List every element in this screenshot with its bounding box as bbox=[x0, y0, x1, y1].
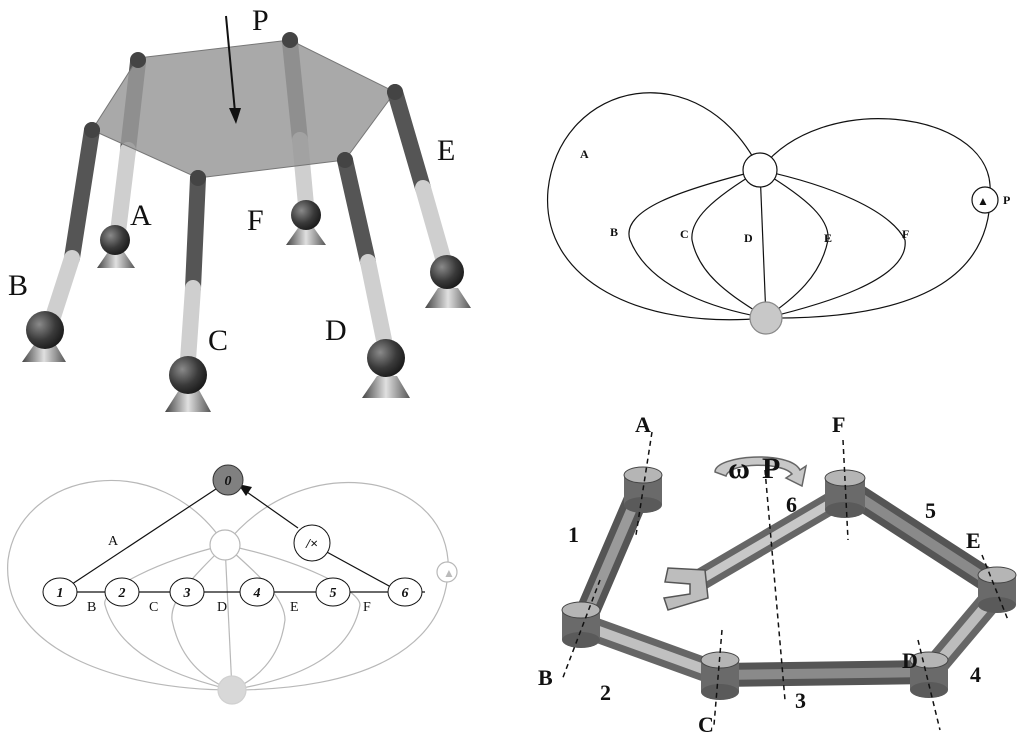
hexapod-leg-B bbox=[22, 122, 100, 362]
graph-edge-D bbox=[759, 169, 767, 319]
graph-edge-P bbox=[759, 118, 991, 319]
rotation-arrow-icon bbox=[714, 456, 808, 488]
joint-E-cylinder bbox=[977, 566, 1017, 613]
mech-label-C: C bbox=[698, 712, 714, 737]
joint-B-cylinder bbox=[561, 601, 601, 648]
hexapod-label-A: A bbox=[130, 199, 152, 232]
graph-label-A: A bbox=[580, 147, 589, 161]
mech-link-4: 4 bbox=[970, 662, 981, 687]
tree-node-2-label: 2 bbox=[118, 586, 126, 601]
mech-omega: ω bbox=[728, 452, 750, 485]
tree-panel: ▲ 0 /× 1 2 3 4 5 6 A B C D E F bbox=[7, 464, 458, 705]
tree-edge-6-x bbox=[313, 544, 401, 593]
tree-node-6-label: 6 bbox=[402, 586, 409, 601]
tree-label-A: A bbox=[108, 534, 119, 549]
hexapod-leg-D bbox=[337, 152, 410, 398]
graph-edge-E bbox=[759, 169, 829, 319]
mech-label-A: A bbox=[635, 412, 651, 437]
mech-label-B: B bbox=[538, 665, 553, 690]
graph-edge-F bbox=[759, 169, 906, 319]
tree-background-graph bbox=[7, 480, 458, 705]
tree-faded-arrow-icon: ▲ bbox=[443, 566, 455, 580]
graph-label-P: P bbox=[1003, 193, 1010, 207]
gripper-icon bbox=[663, 567, 709, 611]
graph-node-bottom bbox=[749, 301, 783, 335]
mech-link-2: 2 bbox=[600, 680, 611, 705]
tree-node-5-label: 5 bbox=[330, 586, 337, 601]
hexapod-leg-E bbox=[387, 84, 471, 308]
tree-label-C: C bbox=[149, 600, 158, 615]
graph-arrow-icon: ▲ bbox=[977, 194, 989, 208]
hexapod-label-F: F bbox=[247, 204, 264, 237]
tree-node-4-label: 4 bbox=[253, 586, 261, 601]
mech-link-3: 3 bbox=[795, 688, 806, 713]
hexapod-label-P: P bbox=[252, 4, 269, 37]
graph-node-P bbox=[971, 186, 999, 214]
tree-node-1 bbox=[42, 577, 78, 607]
tree-edge-A bbox=[59, 484, 223, 593]
tree-extra-label: /× bbox=[305, 537, 318, 552]
graph-label-E: E bbox=[824, 231, 832, 245]
graph-edge-A bbox=[547, 92, 767, 321]
hexapod-label-C: C bbox=[208, 324, 228, 357]
load-arrow bbox=[225, 15, 236, 113]
tree-node-3 bbox=[169, 577, 205, 607]
hexapod-leg-C bbox=[165, 170, 211, 412]
mech-label-F: F bbox=[832, 412, 845, 437]
hexapod-label-D: D bbox=[325, 314, 347, 347]
graph-label-C: C bbox=[680, 227, 689, 241]
joint-axes bbox=[561, 431, 1009, 731]
tree-label-E: E bbox=[290, 600, 299, 615]
hexapod-label-B: B bbox=[8, 269, 28, 302]
mech-link-6: 6 bbox=[786, 492, 797, 517]
tree-label-F: F bbox=[363, 600, 371, 615]
mech-link-5: 5 bbox=[925, 498, 936, 523]
tree-extra-node bbox=[293, 524, 331, 562]
hexapod-panel: P A B C D E F bbox=[8, 4, 471, 412]
graph-node-top bbox=[742, 152, 778, 188]
graph-label-B: B bbox=[610, 225, 618, 239]
tree-label-B: B bbox=[87, 600, 96, 615]
joint-C-cylinder bbox=[700, 651, 740, 700]
tree-root-node bbox=[212, 464, 244, 496]
graph-label-D: D bbox=[744, 231, 753, 245]
tree-node-2 bbox=[104, 577, 140, 607]
tree-node-5 bbox=[315, 577, 351, 607]
mech-link-1: 1 bbox=[568, 522, 579, 547]
tree-node-6 bbox=[387, 577, 423, 607]
mech-label-D: D bbox=[902, 648, 918, 673]
tree-edge-x-0 bbox=[243, 489, 299, 529]
mech-label-E: E bbox=[966, 528, 981, 553]
mechanism-panel: A B C D E F 1 2 3 4 5 6 ω P bbox=[538, 412, 1017, 737]
tree-label-D: D bbox=[217, 600, 227, 615]
joint-A-cylinder bbox=[623, 466, 663, 513]
graph-label-F: F bbox=[902, 227, 909, 241]
hexapod-label-E: E bbox=[437, 134, 455, 167]
tree-node-4 bbox=[239, 577, 275, 607]
mech-label-P: P bbox=[762, 452, 780, 485]
graph-edge-B bbox=[628, 169, 767, 319]
tree-node-1-label: 1 bbox=[57, 586, 64, 601]
tree-root-label: 0 bbox=[225, 474, 232, 489]
graph-panel bbox=[547, 92, 999, 335]
tree-node-3-label: 3 bbox=[183, 586, 191, 601]
graph-edge-C bbox=[691, 169, 767, 319]
